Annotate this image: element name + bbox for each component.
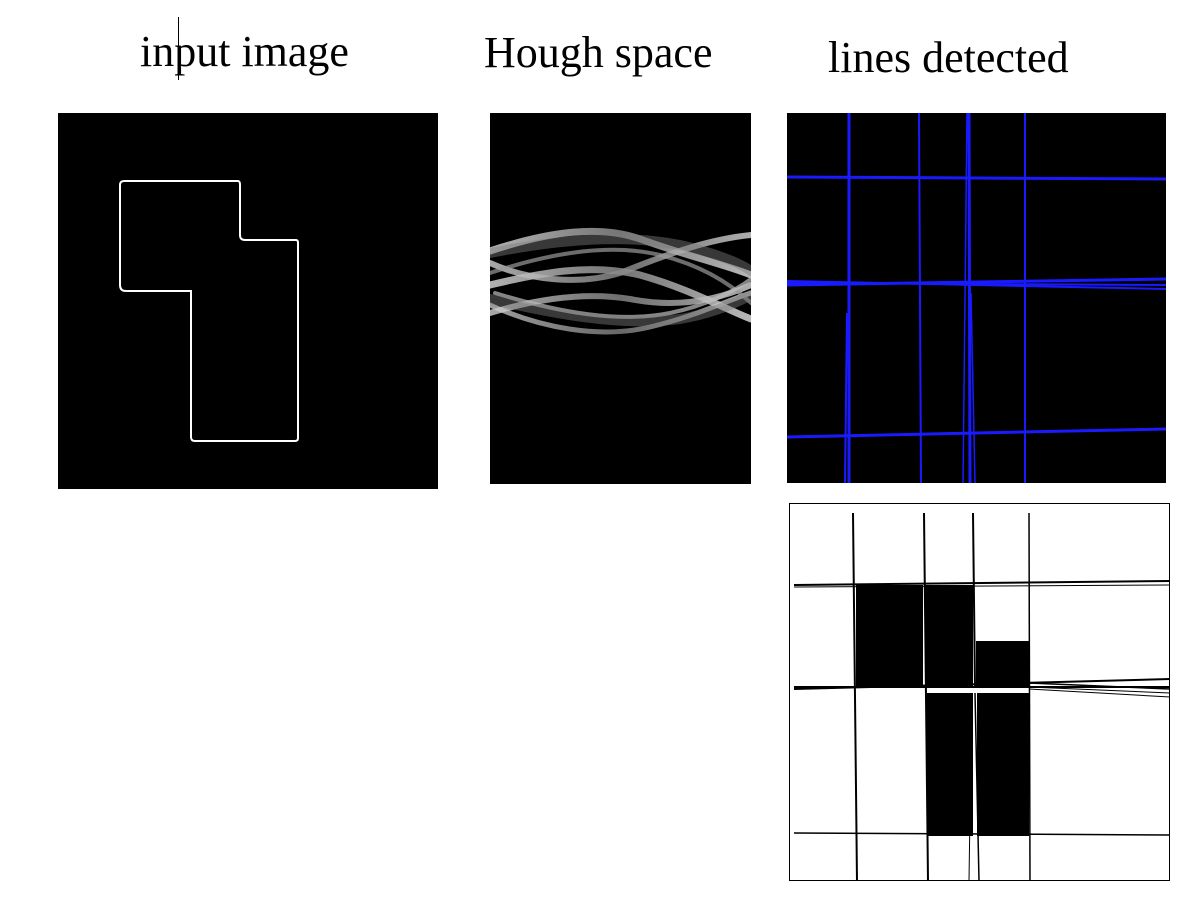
title-input-image: input image bbox=[140, 27, 349, 76]
region-lines bbox=[793, 512, 1170, 881]
detected-lines bbox=[787, 113, 1166, 483]
filled-regions bbox=[856, 585, 1029, 836]
input-image-background bbox=[58, 113, 438, 489]
title-lines-detected: lines detected bbox=[828, 33, 1069, 82]
input-contour bbox=[119, 180, 299, 442]
input-image-panel bbox=[58, 113, 438, 489]
lines-background bbox=[787, 113, 1166, 483]
hough-space-panel bbox=[490, 113, 751, 484]
text-cursor bbox=[178, 17, 179, 80]
lines-detected-panel bbox=[787, 113, 1166, 483]
region-fill-panel bbox=[789, 503, 1170, 881]
title-hough-space: Hough space bbox=[484, 28, 713, 77]
hough-sinusoids bbox=[490, 227, 751, 335]
